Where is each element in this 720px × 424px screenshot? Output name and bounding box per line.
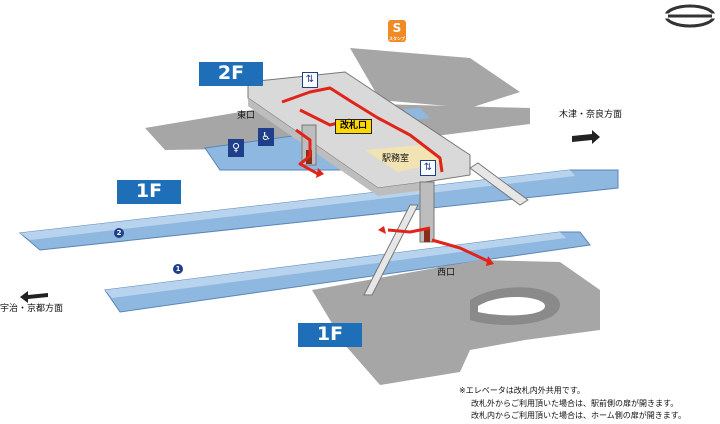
ticket-gate-label: 改札口 (335, 119, 373, 134)
elevator-note: ※エレベータは改札内外共用です。 改札外からご利用頂いた場合は、駅前側の扉が開き… (459, 385, 686, 423)
direction-arrow-icon-west (20, 291, 48, 303)
elevator-note-line-1: ※エレベータは改札内外共用です。 (459, 386, 585, 395)
restroom-icon: ♀ (228, 139, 244, 157)
west-exit-label: 西口 (437, 268, 456, 278)
stairs-west (363, 204, 419, 296)
elevator-icon: ⇅ (302, 72, 318, 88)
stamp-label: スタンプ (389, 36, 405, 41)
elevator-note-line-2: 改札外からご利用頂いた場合は、駅前側の扉が開きます。 (471, 398, 679, 408)
stamp-icon: S スタンプ (388, 20, 406, 42)
rail-company-logo-icon (664, 4, 716, 28)
floor-badge-1f-east-text: 1F (135, 180, 163, 202)
elevator-icon-west: ⇅ (420, 160, 436, 176)
floor-badge-1f-west: 1F (298, 323, 362, 347)
direction-arrow-icon (572, 130, 600, 144)
station-office-label: 駅務室 (382, 154, 410, 164)
elevator-note-line-3: 改札内からご利用頂いた場合は、ホーム側の扉が開きます。 (471, 411, 686, 420)
accessible-icon: ♿ (258, 128, 274, 146)
floor-badge-1f-east: 1F (117, 180, 181, 204)
platform-number-2: 2 (114, 228, 124, 238)
stairs-east (469, 162, 529, 206)
east-exit-label: 東口 (237, 111, 256, 121)
back-ground (350, 48, 520, 108)
platform-number-1: 1 (173, 264, 183, 274)
direction-kizu-nara: 木津・奈良方面 (559, 110, 623, 120)
floor-badge-2f-text: 2F (217, 62, 245, 84)
floor-badge-1f-west-text: 1F (316, 323, 344, 345)
direction-uji-kyoto: 宇治・京都方面 (0, 304, 64, 314)
floor-badge-2f: 2F (199, 62, 263, 86)
